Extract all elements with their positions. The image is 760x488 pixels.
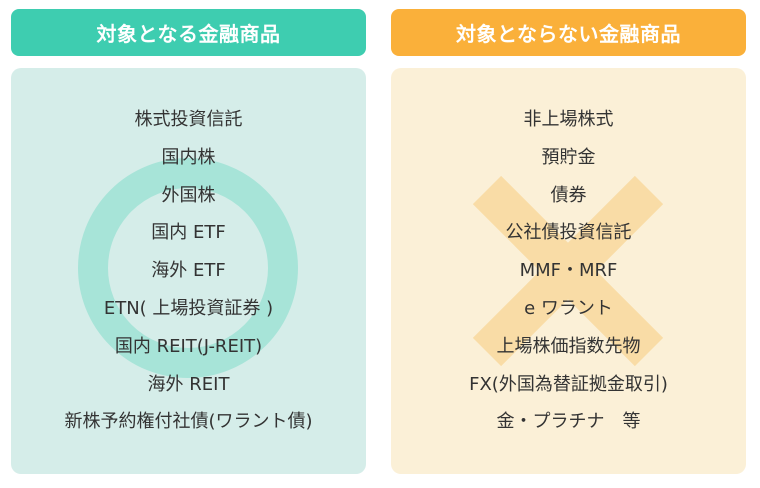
list-item: e ワラント <box>524 297 613 319</box>
list-item: 株式投資信託 <box>134 109 243 130</box>
eligible-products-column: 対象となる金融商品 株式投資信託 国内株 外国株 国内 ETF 海外 ETF E… <box>11 0 366 488</box>
list-item: 金・プラチナ 等 <box>496 411 641 433</box>
list-item: 国内 REIT(J-REIT) <box>114 335 263 357</box>
list-item: 国内株 <box>161 146 216 168</box>
list-item: 上場株価指数先物 <box>496 335 641 357</box>
list-item: 外国株 <box>161 184 216 206</box>
ineligible-products-panel: 非上場株式 預貯金 債券 公社債投資信託 MMF・MRF e ワラント 上場株価… <box>391 68 746 474</box>
ineligible-products-header: 対象とならない金融商品 <box>391 9 746 56</box>
list-item: 海外 ETF <box>151 260 226 282</box>
ineligible-products-list: 非上場株式 預貯金 債券 公社債投資信託 MMF・MRF e ワラント 上場株価… <box>391 101 746 441</box>
list-item: 債券 <box>550 184 587 206</box>
eligible-products-panel: 株式投資信託 国内株 外国株 国内 ETF 海外 ETF ETN( 上場投資証券… <box>11 68 366 474</box>
list-item: 公社債投資信託 <box>505 222 632 244</box>
eligible-products-header: 対象となる金融商品 <box>11 9 366 56</box>
list-item: ETN( 上場投資証券 ) <box>103 297 274 319</box>
list-item: 預貯金 <box>541 146 596 168</box>
list-item: 国内 ETF <box>151 222 226 244</box>
ineligible-products-title: 対象とならない金融商品 <box>456 22 681 46</box>
list-item: 新株予約権付社債(ワラント債) <box>64 411 313 433</box>
list-item: 非上場株式 <box>523 109 614 130</box>
eligible-products-list: 株式投資信託 国内株 外国株 国内 ETF 海外 ETF ETN( 上場投資証券… <box>11 101 366 441</box>
list-item: FX(外国為替証拠金取引) <box>469 373 668 395</box>
list-item: MMF・MRF <box>519 260 618 282</box>
eligible-products-title: 対象となる金融商品 <box>96 22 281 46</box>
list-item: 海外 REIT <box>147 373 230 395</box>
ineligible-products-column: 対象とならない金融商品 非上場株式 預貯金 債券 公社債投資信託 MMF・MRF… <box>391 0 746 488</box>
